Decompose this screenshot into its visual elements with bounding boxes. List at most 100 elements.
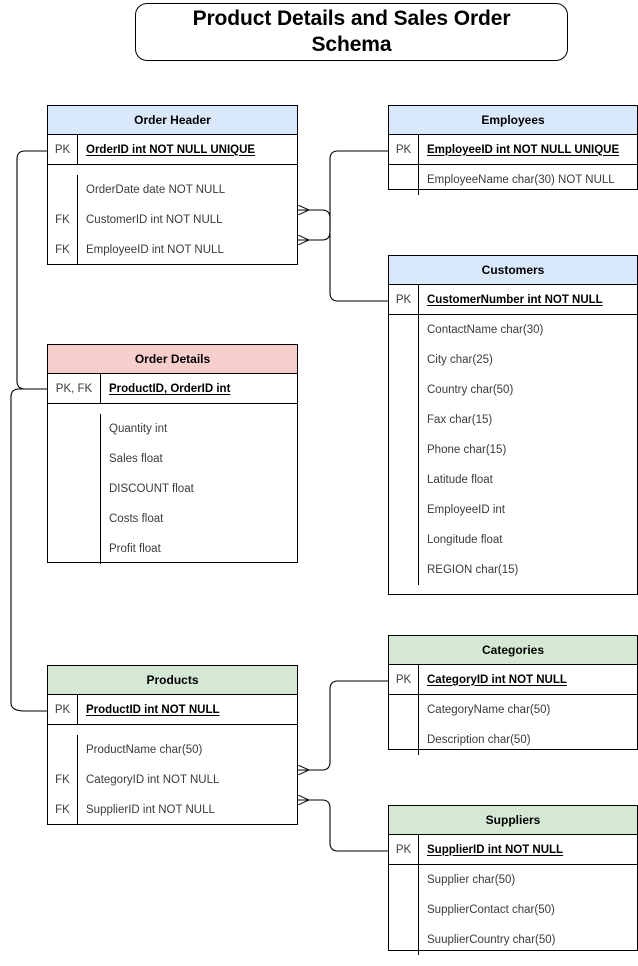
attribute-row[interactable]: ProductName char(50) [48, 735, 297, 765]
key-label [389, 405, 419, 435]
attribute-row[interactable]: ContactName char(30) [389, 315, 637, 345]
attribute-row[interactable]: Fax char(15) [389, 405, 637, 435]
attribute-row-pk[interactable]: PK ProductID int NOT NULL [48, 695, 297, 725]
entity-order-details-title: Order Details [48, 345, 297, 374]
attribute-name: Latitude float [427, 474, 493, 486]
attribute-row[interactable]: Phone char(15) [389, 435, 637, 465]
attribute-row[interactable]: Country char(50) [389, 375, 637, 405]
attribute-row[interactable]: OrderDate date NOT NULL [48, 175, 297, 205]
attribute-list: CategoryName char(50) Description char(5… [389, 695, 637, 755]
key-label: PK, FK [48, 374, 101, 403]
key-label: PK [48, 135, 78, 164]
attribute-row[interactable]: CategoryName char(50) [389, 695, 637, 725]
attribute-row[interactable]: Quantity int [48, 414, 297, 444]
attribute-name: OrderDate date NOT NULL [86, 184, 226, 196]
attribute-name: City char(25) [427, 354, 493, 366]
diagram-title: Product Details and Sales Order Schema [193, 6, 511, 58]
diagram-title-line2: Schema [311, 33, 392, 56]
attribute-list: ContactName char(30) City char(25) Count… [389, 315, 637, 585]
attribute-row[interactable]: FK CategoryID int NOT NULL [48, 765, 297, 795]
attribute-row[interactable]: FK SupplierID int NOT NULL [48, 795, 297, 825]
spacer [48, 165, 297, 175]
entity-employees[interactable]: Employees PK EmployeeID int NOT NULL UNI… [388, 105, 638, 195]
key-label: PK [389, 835, 419, 864]
attribute-name: Description char(50) [427, 734, 531, 746]
attribute-row[interactable]: Profit float [48, 534, 297, 564]
attribute-row-pk[interactable]: PK SupplierID int NOT NULL [389, 835, 637, 865]
attribute-row-pk[interactable]: PK, FK ProductID, OrderID int [48, 374, 297, 404]
attribute-row[interactable]: City char(25) [389, 345, 637, 375]
key-label: FK [48, 235, 78, 265]
attribute-name: Quantity int [109, 423, 168, 435]
entity-customers-title: Customers [389, 256, 637, 285]
attribute-name: SupplierID int NOT NULL [427, 843, 564, 856]
attribute-name: EmployeeID int NOT NULL [86, 244, 224, 256]
attribute-name: ProductID, OrderID int [109, 382, 231, 395]
key-label [48, 534, 101, 564]
attribute-row[interactable]: FK EmployeeID int NOT NULL [48, 235, 297, 265]
edge-orderheader-customers [309, 210, 388, 302]
attribute-row-pk[interactable]: PK EmployeeID int NOT NULL UNIQUE [389, 135, 637, 165]
entity-suppliers[interactable]: Suppliers PK SupplierID int NOT NULL Sup… [388, 805, 638, 955]
attribute-name: Phone char(15) [427, 444, 507, 456]
attribute-name: SuuplierCountry char(50) [427, 934, 556, 946]
entity-employees-title: Employees [389, 106, 637, 135]
attribute-name: Fax char(15) [427, 414, 493, 426]
key-label [48, 175, 78, 205]
attribute-name: Country char(50) [427, 384, 514, 396]
entity-customers[interactable]: Customers PK CustomerNumber int NOT NULL… [388, 255, 638, 595]
attribute-name: SupplierID int NOT NULL [86, 804, 215, 816]
attribute-name: Sales float [109, 453, 163, 465]
attribute-row[interactable]: FK CustomerID int NOT NULL [48, 205, 297, 235]
attribute-row[interactable]: Longitude float [389, 525, 637, 555]
entity-categories[interactable]: Categories PK CategoryID int NOT NULL Ca… [388, 635, 638, 755]
entity-order-header[interactable]: Order Header PK OrderID int NOT NULL UNI… [47, 105, 298, 265]
key-label [48, 444, 101, 474]
attribute-list: Supplier char(50) SupplierContact char(5… [389, 865, 637, 955]
attribute-name: EmployeeName char(30) NOT NULL [427, 174, 615, 186]
spacer [48, 725, 297, 735]
entity-suppliers-title: Suppliers [389, 806, 637, 835]
key-label [389, 375, 419, 405]
attribute-list: Quantity int Sales float DISCOUNT float … [48, 404, 297, 564]
attribute-name: Longitude float [427, 534, 503, 546]
attribute-row-pk[interactable]: PK OrderID int NOT NULL UNIQUE [48, 135, 297, 165]
attribute-row[interactable]: SuuplierCountry char(50) [389, 925, 637, 955]
edge-products-categories [309, 680, 388, 770]
attribute-row[interactable]: EmployeeID int [389, 495, 637, 525]
attribute-list: ProductName char(50) FK CategoryID int N… [48, 725, 297, 825]
attribute-row[interactable]: REGION char(15) [389, 555, 637, 585]
attribute-name: CategoryID int NOT NULL [427, 673, 567, 686]
key-label [48, 735, 78, 765]
attribute-name: Profit float [109, 543, 161, 555]
key-label: FK [48, 795, 78, 825]
spacer [48, 404, 297, 414]
attribute-row[interactable]: SupplierContact char(50) [389, 895, 637, 925]
attribute-row[interactable]: Description char(50) [389, 725, 637, 755]
entity-products[interactable]: Products PK ProductID int NOT NULL Produ… [47, 665, 298, 825]
entity-order-header-title: Order Header [48, 106, 297, 135]
attribute-list: EmployeeName char(30) NOT NULL [389, 165, 637, 195]
key-label [389, 555, 419, 585]
key-label: FK [48, 765, 78, 795]
entity-categories-title: Categories [389, 636, 637, 665]
attribute-row[interactable]: Supplier char(50) [389, 865, 637, 895]
attribute-row[interactable]: Latitude float [389, 465, 637, 495]
attribute-name: Supplier char(50) [427, 874, 516, 886]
attribute-name: EmployeeID int [427, 504, 505, 516]
diagram-title-box: Product Details and Sales Order Schema [135, 3, 568, 61]
attribute-name: ContactName char(30) [427, 324, 544, 336]
attribute-row[interactable]: DISCOUNT float [48, 474, 297, 504]
key-label [389, 895, 419, 925]
attribute-name: ProductName char(50) [86, 744, 203, 756]
attribute-name: CategoryName char(50) [427, 704, 551, 716]
attribute-row[interactable]: Costs float [48, 504, 297, 534]
key-label [48, 504, 101, 534]
attribute-row[interactable]: Sales float [48, 444, 297, 474]
entity-order-details[interactable]: Order Details PK, FK ProductID, OrderID … [47, 344, 298, 564]
key-label [389, 695, 419, 725]
attribute-row-pk[interactable]: PK CustomerNumber int NOT NULL [389, 285, 637, 315]
attribute-row-pk[interactable]: PK CategoryID int NOT NULL [389, 665, 637, 695]
attribute-row[interactable]: EmployeeName char(30) NOT NULL [389, 165, 637, 195]
